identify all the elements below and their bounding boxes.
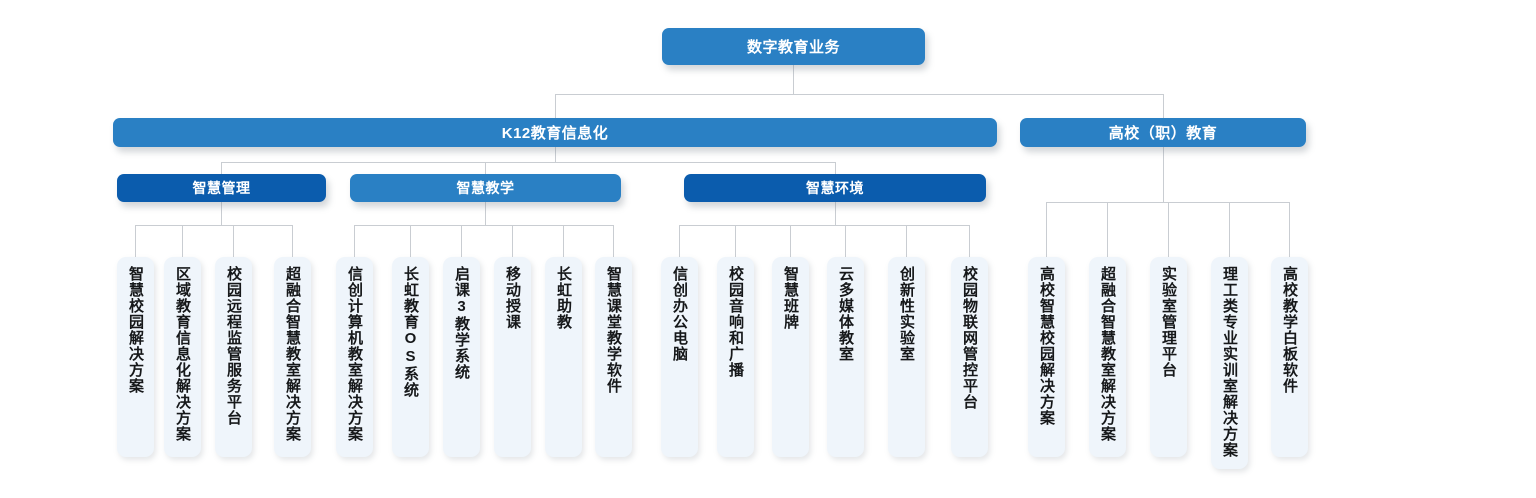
connector-jiaoxue-leaf-6 [613,225,614,257]
connector-jiaoxue-leaf-2 [410,225,411,257]
connector-huanjing-down [835,201,836,225]
connector-guanli-leaf-1 [135,225,136,257]
leaf-innovative-laboratory[interactable]: 创新性实验室 [888,257,925,457]
leaf-label: 智慧校园解决方案 [127,266,144,394]
leaf-label: 高校教学白板软件 [1281,266,1298,394]
connector-guanli-leaf-2 [182,225,183,257]
connector-guanli-leaf-4 [292,225,293,257]
leaf-label: 启课3教学系统 [453,266,470,380]
connector-jiaoxue-leaf-1 [354,225,355,257]
leaf-university-smart-campus-solution[interactable]: 高校智慧校园解决方案 [1028,257,1065,457]
leaf-label: 长虹教育OS系统 [402,266,419,398]
connector-jiaoxue-down [485,201,486,225]
connector-level2-bus [555,94,1164,95]
connector-gaoxiao-down [1163,146,1164,202]
leaf-label: 校园音响和广播 [727,266,744,378]
node-higher-vocational-education[interactable]: 高校（职）教育 [1020,118,1306,147]
connector-gaoxiao-bus [1046,202,1289,203]
leaf-label: 移动授课 [504,266,521,330]
leaf-university-hyperconverged-smart-classroom-solution[interactable]: 超融合智慧教室解决方案 [1089,257,1126,457]
leaf-label: 信创办公电脑 [671,266,688,362]
connector-gaoxiao-leaf-1 [1046,202,1047,257]
connector-to-gaoxiao [1163,94,1164,119]
connector-to-zhihui-jiaoxue [485,162,486,175]
connector-to-k12 [555,94,556,119]
leaf-label: 校园远程监管服务平台 [225,266,242,426]
leaf-mobile-teaching[interactable]: 移动授课 [494,257,531,457]
connector-huanjing-leaf-3 [790,225,791,257]
connector-jiaoxue-leaf-4 [512,225,513,257]
connector-guanli-down [221,201,222,225]
leaf-label: 高校智慧校园解决方案 [1038,266,1055,426]
leaf-changhong-teaching-assistant[interactable]: 长虹助教 [545,257,582,457]
leaf-label: 超融合智慧教室解决方案 [1099,266,1116,442]
connector-guanli-bus [135,225,292,226]
connector-k12-down [555,146,556,162]
leaf-xinchuang-office-computer[interactable]: 信创办公电脑 [661,257,698,457]
leaf-campus-iot-control-platform[interactable]: 校园物联网管控平台 [951,257,988,457]
leaf-qike3-teaching-system[interactable]: 启课3教学系统 [443,257,480,457]
leaf-engineering-major-training-room-solution[interactable]: 理工类专业实训室解决方案 [1211,257,1248,469]
connector-huanjing-leaf-5 [906,225,907,257]
leaf-campus-remote-supervision-platform[interactable]: 校园远程监管服务平台 [215,257,252,457]
connector-huanjing-leaf-2 [735,225,736,257]
leaf-regional-education-informatization-solution[interactable]: 区域教育信息化解决方案 [164,257,201,457]
leaf-laboratory-management-platform[interactable]: 实验室管理平台 [1150,257,1187,457]
connector-gaoxiao-leaf-3 [1168,202,1169,257]
leaf-label: 长虹助教 [555,266,572,330]
leaf-changhong-education-os[interactable]: 长虹教育OS系统 [392,257,429,457]
node-smart-management[interactable]: 智慧管理 [117,174,326,202]
connector-gaoxiao-leaf-4 [1229,202,1230,257]
connector-guanli-leaf-3 [233,225,234,257]
leaf-campus-audio-and-broadcasting[interactable]: 校园音响和广播 [717,257,754,457]
connector-root-down [793,64,794,94]
node-root-digital-education[interactable]: 数字教育业务 [662,28,925,65]
connector-jiaoxue-leaf-5 [563,225,564,257]
leaf-university-teaching-whiteboard-software[interactable]: 高校教学白板软件 [1271,257,1308,457]
connector-huanjing-leaf-4 [845,225,846,257]
connector-jiaoxue-bus [354,225,613,226]
leaf-label: 智慧班牌 [782,266,799,330]
connector-level3-bus [221,162,835,163]
leaf-smart-class-board[interactable]: 智慧班牌 [772,257,809,457]
connector-to-zhihui-guanli [221,162,222,175]
connector-huanjing-leaf-1 [679,225,680,257]
leaf-label: 创新性实验室 [898,266,915,362]
leaf-smart-campus-solution[interactable]: 智慧校园解决方案 [117,257,154,457]
leaf-label: 理工类专业实训室解决方案 [1221,266,1238,458]
connector-huanjing-bus [679,225,969,226]
leaf-xinchuang-computer-classroom-solution[interactable]: 信创计算机教室解决方案 [336,257,373,457]
node-smart-teaching[interactable]: 智慧教学 [350,174,621,202]
connector-jiaoxue-leaf-3 [461,225,462,257]
connector-huanjing-leaf-6 [969,225,970,257]
node-k12-informatization[interactable]: K12教育信息化 [113,118,997,147]
leaf-cloud-multimedia-classroom[interactable]: 云多媒体教室 [827,257,864,457]
leaf-smart-classroom-teaching-software[interactable]: 智慧课堂教学软件 [595,257,632,457]
leaf-label: 超融合智慧教室解决方案 [284,266,301,442]
leaf-label: 校园物联网管控平台 [961,266,978,410]
node-smart-environment[interactable]: 智慧环境 [684,174,986,202]
leaf-label: 信创计算机教室解决方案 [346,266,363,442]
connector-gaoxiao-leaf-5 [1289,202,1290,257]
leaf-label: 实验室管理平台 [1160,266,1177,378]
connector-to-zhihui-huanjing [835,162,836,175]
leaf-label: 区域教育信息化解决方案 [174,266,191,442]
leaf-hyperconverged-smart-classroom-solution[interactable]: 超融合智慧教室解决方案 [274,257,311,457]
connector-gaoxiao-leaf-2 [1107,202,1108,257]
leaf-label: 云多媒体教室 [837,266,854,362]
leaf-label: 智慧课堂教学软件 [605,266,622,394]
